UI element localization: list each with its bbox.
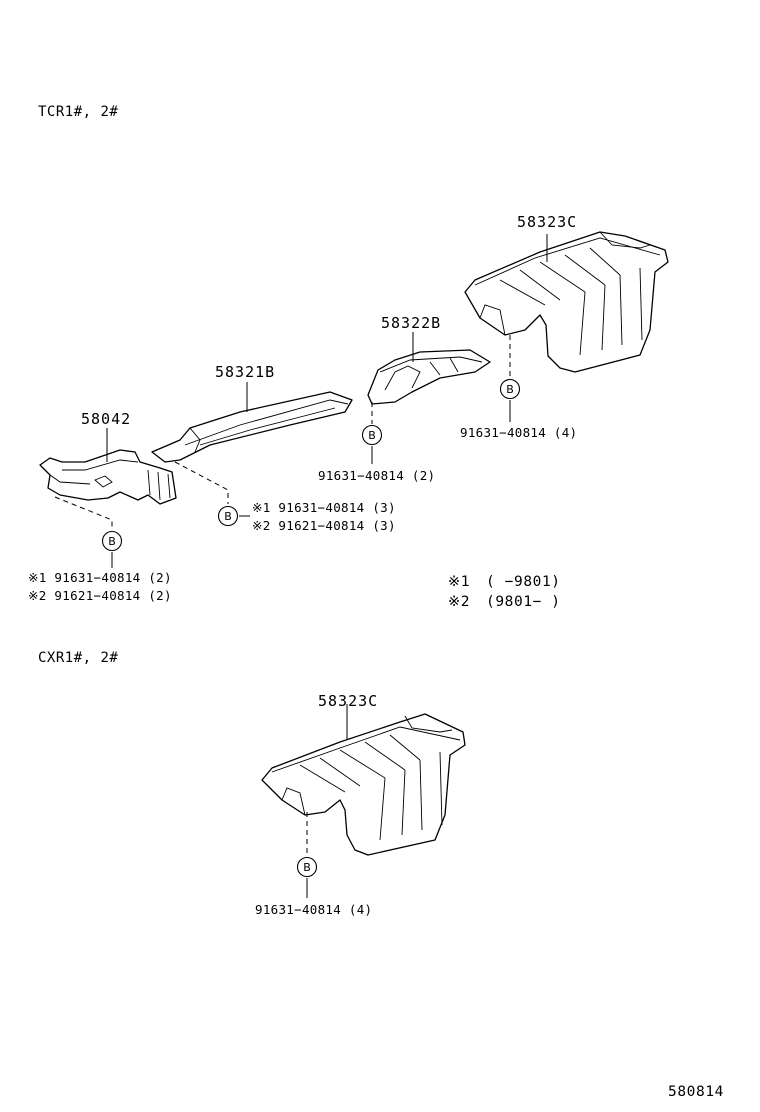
part-label-58322b: 58322B bbox=[381, 314, 442, 332]
callout-58042-note2: ※2 91621−40814 (2) bbox=[28, 588, 172, 603]
bolt-marker-58322b: B bbox=[361, 424, 383, 446]
svg-text:B: B bbox=[506, 383, 514, 396]
part-58321b-drawing bbox=[151, 391, 353, 463]
part-58323c-bottom-drawing bbox=[261, 713, 466, 856]
section-title-cxr: CXR1#, 2# bbox=[38, 650, 119, 666]
part-label-58321b: 58321B bbox=[215, 363, 276, 381]
part-label-58042: 58042 bbox=[81, 410, 132, 428]
svg-text:B: B bbox=[368, 429, 376, 442]
part-label-58323c-bottom: 58323C bbox=[318, 692, 379, 710]
bolt-marker-58323c-bottom: B bbox=[296, 856, 318, 878]
callout-58042-note1: ※1 91631−40814 (2) bbox=[28, 570, 172, 585]
legend-note1-mark: ※1 bbox=[448, 574, 471, 590]
section-title-tcr: TCR1#, 2# bbox=[38, 104, 119, 120]
legend-note2-range: (9801− ) bbox=[486, 594, 561, 610]
part-58322b-drawing bbox=[367, 349, 491, 405]
bolt-marker-58323c-top: B bbox=[499, 378, 521, 400]
callout-58323c-bottom: 91631−40814 (4) bbox=[255, 902, 373, 917]
part-label-58323c-top: 58323C bbox=[517, 213, 578, 231]
legend-note2-mark: ※2 bbox=[448, 594, 471, 610]
svg-text:B: B bbox=[108, 535, 116, 548]
bolt-marker-58042: B bbox=[101, 530, 123, 552]
svg-text:B: B bbox=[224, 510, 232, 523]
callout-58323c-top: 91631−40814 (4) bbox=[460, 425, 578, 440]
bolt-marker-58321b: B bbox=[217, 505, 239, 527]
legend-note1-range: ( −9801) bbox=[486, 574, 561, 590]
part-58042-drawing bbox=[39, 449, 177, 505]
callout-58321b-note2: ※2 91621−40814 (3) bbox=[252, 518, 396, 533]
callout-58321b-note1: ※1 91631−40814 (3) bbox=[252, 500, 396, 515]
diagram-id: 580814 bbox=[668, 1084, 724, 1100]
callout-58322b: 91631−40814 (2) bbox=[318, 468, 436, 483]
part-58323c-top-drawing bbox=[464, 231, 669, 373]
svg-text:B: B bbox=[303, 861, 311, 874]
